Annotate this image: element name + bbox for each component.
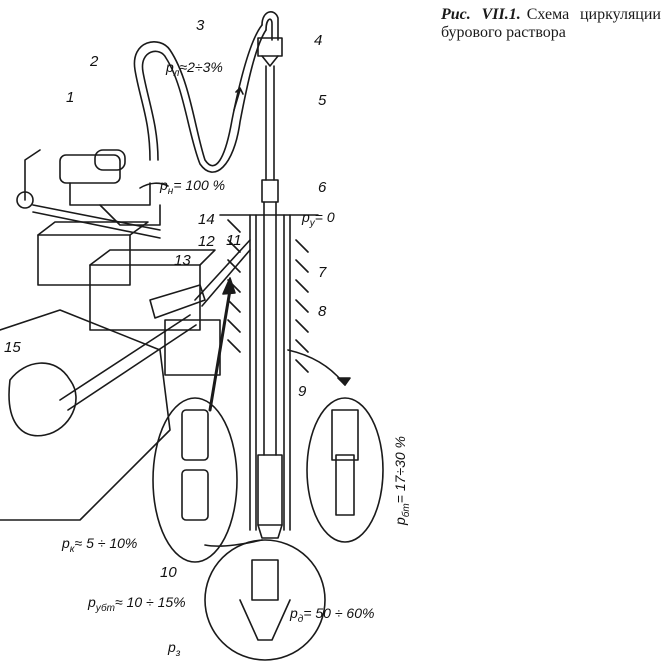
discharge-hose-inner [141,29,267,173]
swivel [257,37,283,57]
part-labels: 1 2 3 4 5 6 7 8 9 10 11 12 13 14 15 [4,17,327,581]
detail-pipe [335,454,355,516]
return-line [194,239,251,307]
ground-hatch-right [295,239,309,373]
part-label-11: 11 [226,232,242,249]
pressure-label-l: pл≈2÷3% [165,59,223,79]
part-label-1: 1 [66,89,74,106]
discharge-hose [133,24,263,167]
pressure-label-k: pк≈ 5 ÷ 10% [61,535,137,555]
part-label-3: 3 [196,17,205,34]
detail-bit [204,539,326,661]
pressure-label-ubt: pубт≈ 10 ÷ 15% [87,594,186,614]
detail-joint-upper [181,409,209,461]
detail-collar-transition [306,397,384,543]
ground-hatch-left [227,219,241,353]
pressure-label-d: pд= 50 ÷ 60% [289,605,374,625]
part-label-4: 4 [314,32,322,49]
part-label-7: 7 [318,264,327,281]
flow-arrow-pump [139,182,169,189]
pit-line [59,314,197,411]
detail-bit-cones [239,599,291,641]
bit [257,524,283,539]
part-label-2: 2 [89,53,99,70]
part-label-5: 5 [318,92,327,109]
flow-arrow-hose [233,87,244,111]
pressure-label-u: pу= 0 [301,209,335,229]
part-label-10: 10 [160,564,177,581]
part-label-12: 12 [198,233,215,250]
part-label-14: 14 [198,211,215,228]
pressure-label-z: pз [167,639,181,659]
part-label-15: 15 [4,339,21,356]
part-label-13: 13 [174,252,191,269]
detail-bit-link [204,539,263,547]
mud-tanks [37,221,221,376]
pressure-label-bt: pбт= 17÷30 % [392,436,412,526]
gooseneck [261,11,279,41]
part-label-6: 6 [318,179,327,196]
detail-collar [331,409,359,461]
pressure-labels: pл≈2÷3% pн= 100 % pу= 0 pбт= 17÷30 % pк≈… [61,59,412,659]
drill-collar [257,454,283,526]
swivel-bottom [261,55,279,67]
kelly-sub [261,179,279,203]
part-label-8: 8 [318,303,327,320]
transfer-arrow-head [222,277,236,295]
caption-lead: Рис. VII.1. [441,6,521,23]
pressure-label-n: pн= 100 % [159,177,225,197]
detail-bit-body [251,559,279,601]
mud-pump [16,149,161,239]
detail-collar-link [287,349,346,386]
caption-text: Схема циркуляции бурового раствора [441,6,661,41]
detail-collar-link-head [337,377,351,386]
detail-joint-lower [181,469,209,521]
figure-caption: Рис. VII.1.Схема циркуляции бурового рас… [441,6,661,42]
waste-pit [8,362,77,437]
detail-pipe-joints [152,397,238,563]
part-label-9: 9 [298,383,307,400]
pit-embankment [0,309,171,521]
